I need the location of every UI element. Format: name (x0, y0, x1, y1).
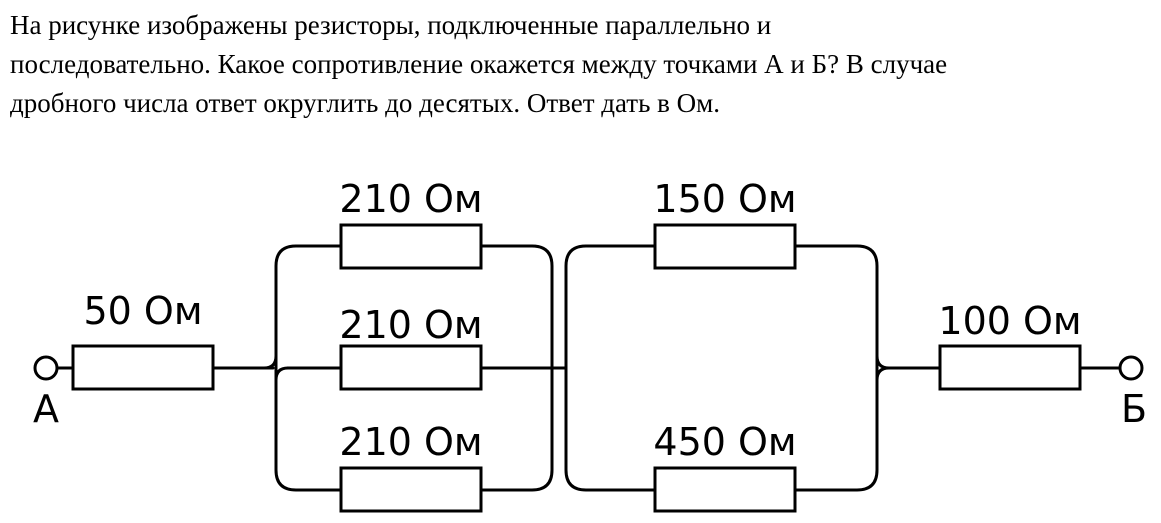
resistor-210-top (339, 223, 483, 270)
resistor-210-bottom (339, 466, 483, 513)
question-line-1: На рисунке изображены резисторы, подключ… (10, 10, 772, 40)
circuit-wires (55, 244, 1122, 492)
resistor-50 (71, 344, 215, 391)
label-resistor-210-middle: 210 Ом (339, 303, 482, 347)
resistor-210-middle (339, 344, 483, 391)
bank1-left-rail (274, 244, 343, 492)
terminal-b-label: Б (1121, 387, 1147, 431)
label-resistor-100: 100 Ом (938, 299, 1081, 343)
bank2-right-join (875, 354, 891, 370)
resistor-450 (653, 466, 797, 513)
resistor-150 (653, 223, 797, 270)
resistor-100 (938, 344, 1082, 391)
terminal-a-node (33, 355, 59, 381)
question-line-2: последовательно. Какое сопротивление ока… (10, 49, 948, 79)
label-resistor-150: 150 Ом (653, 177, 796, 221)
bank2-left-rail (564, 244, 657, 492)
terminal-a-label: А (33, 387, 59, 431)
label-resistor-50: 50 Ом (83, 289, 202, 333)
bank1-left-bottom-join (274, 366, 290, 382)
bank2-right-rail (793, 244, 879, 492)
question-text: На рисунке изображены резисторы, подключ… (10, 6, 1155, 123)
label-resistor-210-top: 210 Ом (339, 177, 482, 221)
bank2-right-join-lower (875, 366, 891, 382)
label-resistor-210-bottom: 210 Ом (339, 420, 482, 464)
question-line-3: дробного числа ответ округлить до десяты… (10, 88, 720, 118)
bank1-left-top-join (262, 354, 278, 370)
label-resistor-450: 450 Ом (653, 420, 796, 464)
terminal-b-node (1118, 355, 1144, 381)
